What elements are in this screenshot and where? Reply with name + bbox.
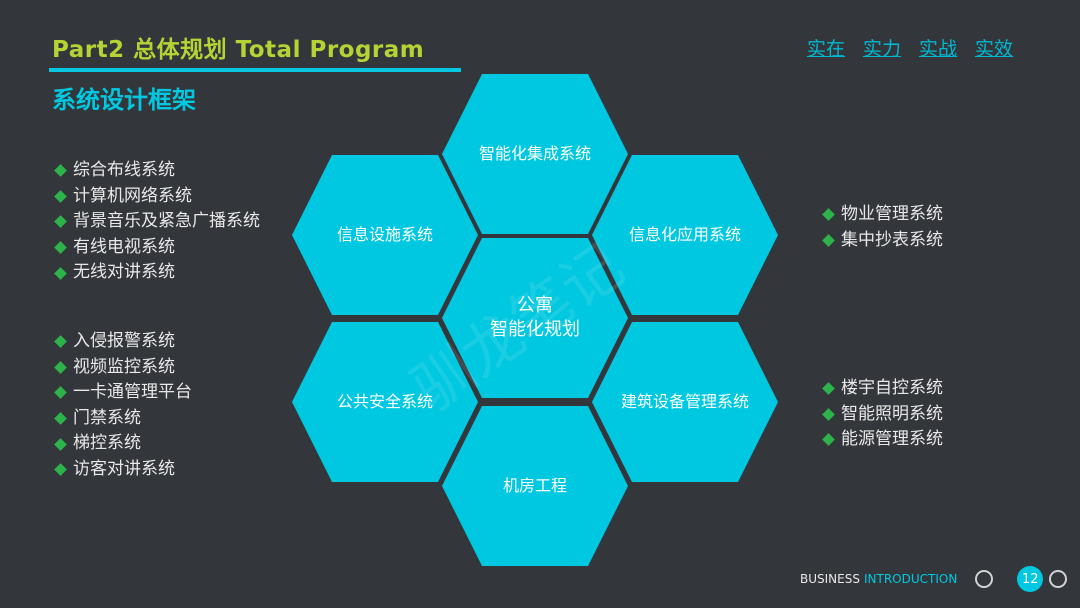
page-number: 12 — [1017, 566, 1044, 592]
list-item: 背景音乐及紧急广播系统 — [52, 209, 260, 235]
list-item: 入侵报警系统 — [52, 329, 192, 355]
diamond-bullet-icon — [822, 208, 835, 222]
title-underline — [49, 68, 461, 72]
diamond-bullet-icon — [54, 241, 67, 254]
slide-subtitle: 系统设计框架 — [52, 86, 196, 114]
diamond-bullet-icon — [822, 408, 835, 421]
diamond-bullet-icon — [822, 382, 835, 396]
list-item: 梯控系统 — [52, 431, 192, 457]
diamond-bullet-icon — [54, 164, 67, 178]
list-item: 智能照明系统 — [820, 402, 943, 428]
hex-center-apartment-plan: 公寓 智能化规划 — [442, 238, 628, 398]
slogan-links: 实在 实力 实战 实效 — [807, 34, 1013, 61]
diamond-bullet-icon — [54, 361, 67, 374]
footer-introduction: INTRODUCTION — [863, 572, 958, 586]
footer: BUSINESS INTRODUCTION 12 — [800, 566, 1068, 592]
list-item: 一卡通管理平台 — [52, 380, 192, 406]
diamond-bullet-icon — [54, 463, 67, 477]
next-page-icon[interactable] — [1049, 570, 1068, 588]
hex-machine-room: 机房工程 — [442, 406, 628, 566]
hex-integration-system: 智能化集成系统 — [442, 74, 628, 234]
diamond-bullet-icon — [54, 437, 67, 451]
list-item: 计算机网络系统 — [52, 184, 260, 210]
diamond-bullet-icon — [54, 190, 67, 203]
diamond-bullet-icon — [54, 335, 67, 349]
info-application-list: 物业管理系统 集中抄表系统 — [820, 202, 943, 253]
list-item: 集中抄表系统 — [820, 228, 943, 254]
hex-building-equipment: 建筑设备管理系统 — [592, 322, 778, 482]
slogan-4[interactable]: 实效 — [975, 38, 1014, 60]
list-item: 物业管理系统 — [820, 202, 943, 228]
list-item: 视频监控系统 — [52, 355, 192, 381]
list-item: 楼宇自控系统 — [820, 376, 943, 402]
hex-public-safety: 公共安全系统 — [292, 322, 478, 482]
list-item: 综合布线系统 — [52, 158, 260, 184]
hex-info-facilities: 信息设施系统 — [292, 155, 478, 315]
diamond-bullet-icon — [54, 412, 67, 425]
slogan-2[interactable]: 实力 — [863, 38, 902, 60]
diamond-bullet-icon — [54, 266, 67, 280]
prev-page-icon[interactable] — [975, 570, 994, 588]
footer-business: BUSINESS — [800, 572, 860, 586]
list-item: 能源管理系统 — [820, 427, 943, 453]
diamond-bullet-icon — [822, 433, 835, 447]
public-safety-list: 入侵报警系统 视频监控系统 一卡通管理平台 门禁系统 梯控系统 访客对讲系统 — [52, 329, 192, 483]
diamond-bullet-icon — [54, 215, 67, 229]
diamond-bullet-icon — [822, 234, 835, 247]
slogan-1[interactable]: 实在 — [807, 38, 846, 60]
list-item: 访客对讲系统 — [52, 457, 192, 483]
slide-title: Part2 总体规划 Total Program — [52, 37, 425, 63]
building-equipment-list: 楼宇自控系统 智能照明系统 能源管理系统 — [820, 376, 943, 453]
list-item: 有线电视系统 — [52, 235, 260, 261]
list-item: 无线对讲系统 — [52, 260, 260, 286]
diamond-bullet-icon — [54, 386, 67, 400]
info-facilities-list: 综合布线系统 计算机网络系统 背景音乐及紧急广播系统 有线电视系统 无线对讲系统 — [52, 158, 260, 286]
slogan-3[interactable]: 实战 — [919, 38, 958, 60]
hex-info-application: 信息化应用系统 — [592, 155, 778, 315]
list-item: 门禁系统 — [52, 406, 192, 432]
